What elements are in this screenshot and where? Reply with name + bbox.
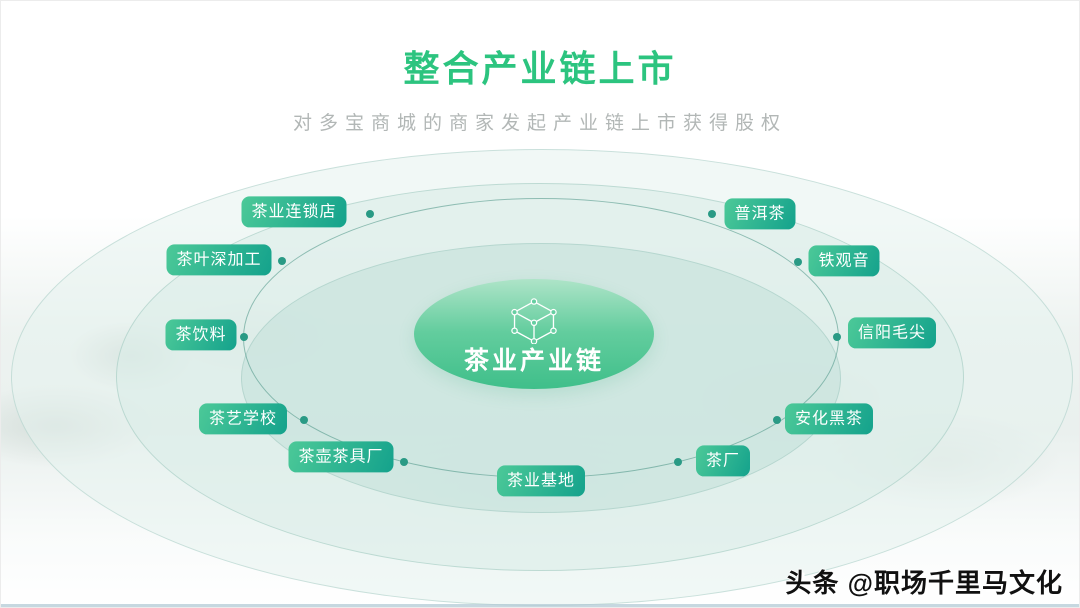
- node-puer-tea: 普洱茶: [724, 198, 796, 230]
- connector-dot: [240, 333, 248, 341]
- connector-dot: [708, 210, 716, 218]
- node-teapot-teaware-factory: 茶壶茶具厂: [288, 441, 394, 473]
- center-label: 茶业产业链: [463, 345, 604, 375]
- node-tea-factory: 茶厂: [695, 445, 751, 477]
- connector-dot: [300, 416, 308, 424]
- connector-dot: [366, 210, 374, 218]
- connector-dot: [794, 258, 802, 266]
- connector-dot: [674, 458, 682, 466]
- node-tea-chain-store: 茶业连锁店: [241, 196, 347, 228]
- page-title: 整合产业链上市: [403, 48, 677, 89]
- watermark-text: 头条 @职场千里马文化: [785, 568, 1063, 598]
- node-tea-deep-processing: 茶叶深加工: [166, 244, 272, 276]
- node-xinyang-maojian: 信阳毛尖: [847, 317, 937, 349]
- page-subtitle: 对多宝商城的商家发起产业链上市获得股权: [292, 113, 787, 134]
- node-tea-art-school: 茶艺学校: [198, 403, 288, 435]
- node-tieguanyin: 铁观音: [808, 245, 880, 277]
- node-anhua-dark-tea: 安化黑茶: [784, 403, 874, 435]
- center-ellipse: 茶业产业链: [414, 279, 654, 389]
- bottom-strip: [1, 604, 1079, 607]
- connector-dot: [833, 333, 841, 341]
- cube-network-icon: [511, 297, 557, 344]
- node-tea-base: 茶业基地: [496, 465, 586, 497]
- connector-dot: [400, 458, 408, 466]
- connector-dot: [773, 416, 781, 424]
- connector-dot: [278, 257, 286, 265]
- node-tea-beverage: 茶饮料: [165, 319, 237, 351]
